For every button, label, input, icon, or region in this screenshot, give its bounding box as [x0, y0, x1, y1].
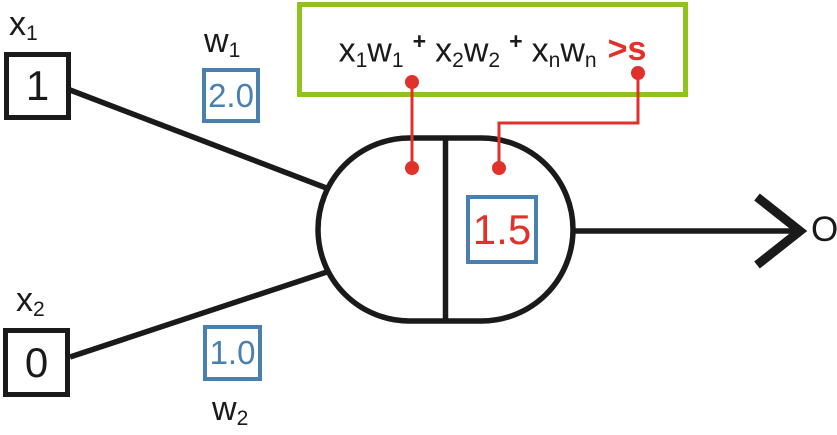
callout-dot-threshold-top [631, 66, 645, 80]
weight2-label-sub: 2 [236, 407, 249, 431]
input2-value-box: 0 [3, 328, 70, 397]
input1-label-sub: 1 [26, 22, 38, 46]
formula-plus-2: + [509, 28, 523, 55]
weight1-label-base: w [204, 22, 229, 60]
threshold-value-box: 1.5 [466, 195, 538, 264]
formula-term2-w-sub: 2 [488, 48, 501, 72]
input1-value-box: 1 [4, 52, 71, 120]
input2-label-sub: 2 [33, 298, 45, 322]
formula-box: x1w1+x2w2+xnwn>s [297, 2, 688, 97]
formula-term1-w: w [367, 31, 392, 70]
callout-dot-sum-bottom [405, 161, 419, 175]
weight1-value: 2.0 [208, 76, 254, 114]
input1-label: x1 [9, 5, 38, 46]
weight1-value-box: 2.0 [202, 68, 260, 123]
callout-dot-threshold-bottom [492, 161, 506, 175]
weight2-value-box: 1.0 [203, 325, 262, 381]
formula-plus-1: + [412, 28, 427, 55]
formula-threshold-comparison: >s [607, 30, 647, 69]
weight1-label-sub: 1 [228, 39, 241, 63]
callout-line-threshold [497, 73, 640, 168]
input1-label-base: x [9, 5, 26, 43]
formula-termn-w: w [560, 31, 585, 70]
formula-termn-x-sub: n [548, 48, 561, 72]
formula-termn-x: x [531, 31, 549, 70]
formula-termn-w-sub: n [584, 48, 597, 72]
input2-label: x2 [16, 281, 45, 322]
weight1-label: w1 [204, 22, 241, 63]
input2-connection-line [69, 264, 343, 360]
formula-term1-w-sub: 1 [391, 48, 404, 72]
formula-term2-w: w [463, 31, 489, 70]
formula-term2-x: x [435, 31, 453, 70]
output-label: O [811, 210, 837, 249]
threshold-value: 1.5 [472, 205, 532, 253]
input2-label-base: x [16, 281, 33, 319]
formula-term1-x-sub: 1 [355, 48, 368, 72]
weight2-label: w2 [212, 390, 249, 431]
formula-term1-x: x [338, 31, 356, 70]
input1-value: 1 [25, 62, 50, 109]
formula-term2-x-sub: 2 [452, 48, 464, 72]
input2-value: 0 [24, 338, 49, 386]
input1-connection-line [69, 87, 343, 197]
output-arrowhead-icon [754, 193, 808, 269]
callout-dot-sum-top [405, 75, 419, 89]
weight2-value: 1.0 [209, 334, 256, 371]
weight2-label-base: w [212, 390, 237, 428]
formula-text: x1w1+x2w2+xnwn>s [339, 28, 647, 71]
